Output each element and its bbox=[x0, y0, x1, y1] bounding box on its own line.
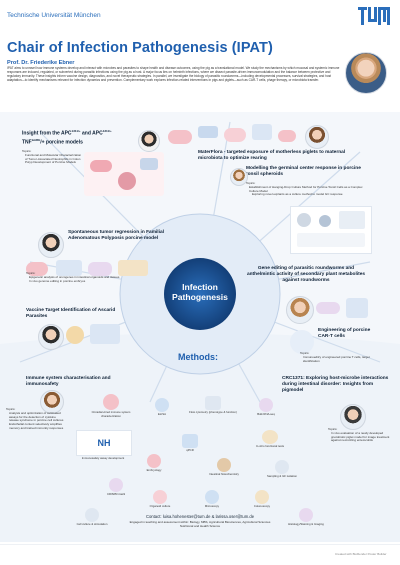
teaching-line-2: Nutritional and Health Science bbox=[179, 524, 221, 528]
immune-topics-label: Topics: bbox=[6, 407, 16, 411]
gene-researcher-photo bbox=[286, 296, 314, 324]
method-item: Immunosafety assay development bbox=[81, 456, 125, 460]
microscope-icon bbox=[205, 490, 219, 504]
germinal-title: Modelling the germinal center response i… bbox=[246, 166, 361, 177]
immune-title: Immune system characterisation and immun… bbox=[26, 376, 111, 387]
apc-title: Insight from the APC1311/+ and APC1311/+… bbox=[22, 129, 112, 146]
crc-topics-label: Topics: bbox=[328, 427, 338, 431]
tumor-researcher-photo bbox=[38, 232, 64, 258]
teaching-line: Engaged in teaching and assessment withi… bbox=[129, 520, 271, 524]
method-item: Circadian-bred immune system characteriz… bbox=[86, 394, 136, 418]
footer-divider bbox=[0, 544, 400, 545]
method-item: Bulk RNA-seq bbox=[244, 398, 288, 416]
cart-figure bbox=[290, 330, 314, 354]
gene-title: Gene editing of parasitic roundworms and… bbox=[246, 266, 366, 283]
immune-topics: Topics: Analysis and optimization of cel… bbox=[6, 407, 66, 431]
cart-title: Engineering of porcine CAR-T cells bbox=[318, 328, 371, 339]
apc-topics-label: Topics: bbox=[22, 149, 32, 153]
crispr-icon bbox=[109, 478, 123, 492]
gene-figure bbox=[316, 296, 372, 322]
professor-portrait bbox=[345, 52, 387, 94]
germinal-researcher-photo bbox=[230, 168, 248, 186]
apc-topics: Topics: Functional and Molecular Charact… bbox=[22, 149, 82, 165]
germinal-topic-2: Exploring novel explants as a culture me… bbox=[252, 192, 343, 197]
germinal-figure bbox=[290, 206, 372, 254]
crc-topics: Topics: In vivo evaluation of a newly de… bbox=[328, 427, 392, 443]
rna-icon bbox=[259, 398, 273, 412]
method-item: Cell culture & stimulation bbox=[72, 508, 112, 526]
apc-topic-1: Functional and Molecular Characterizatio… bbox=[25, 152, 82, 165]
method-item: CRISPR-Cas9 bbox=[96, 478, 136, 496]
method-item: ELISA bbox=[142, 398, 182, 416]
apc-researcher-photo bbox=[138, 130, 160, 152]
colonoscope-icon bbox=[255, 490, 269, 504]
germinal-topic-1: Establishment of Hanging-Drop Culture Me… bbox=[249, 184, 363, 193]
method-item: Embryology bbox=[134, 454, 174, 472]
germinal-topics-label: Topics: bbox=[246, 181, 256, 185]
hub-circle bbox=[164, 258, 236, 330]
professor-name: Prof. Dr. Friederike Ebner bbox=[7, 60, 75, 66]
cart-topics-label: Topics: bbox=[300, 351, 310, 355]
histology-icon bbox=[299, 508, 313, 522]
qpcr-icon bbox=[182, 434, 198, 448]
germinal-topics: Topics: Establishment of Hanging-Drop Cu… bbox=[246, 181, 364, 197]
methods-grid: Circadian-bred immune system characteriz… bbox=[72, 392, 326, 532]
method-item: Organoid culture bbox=[140, 490, 180, 508]
methods-heading: Methods: bbox=[178, 352, 218, 362]
tumor-topic-1: Epigenetic analysis of oncogenes in inte… bbox=[29, 274, 120, 279]
organoid-icon bbox=[153, 490, 167, 504]
immune-topic-1: Analysis and optimization of cell-based … bbox=[9, 410, 64, 423]
materflora-researcher-photo bbox=[305, 125, 329, 149]
materflora-title: MaterFlora - targeted exposure of mother… bbox=[198, 150, 346, 161]
apc-figure bbox=[84, 152, 164, 196]
cell-culture-icon bbox=[85, 508, 99, 522]
header-bar bbox=[0, 0, 400, 30]
tumor-topic-2: In vivo genome editing in porcine embryo… bbox=[29, 278, 86, 283]
nhp-badge: NH bbox=[76, 430, 132, 456]
method-item: Sampling & GF isolation bbox=[260, 460, 304, 478]
method-item: Colonoscopy bbox=[240, 490, 284, 508]
method-item: qPCR bbox=[170, 434, 210, 452]
hub-line-1: Infection bbox=[182, 282, 218, 292]
crc-topic-1: In vivo evaluation of a newly developed … bbox=[331, 430, 390, 443]
crc-title: CRC1371: Exploring host-microbe interact… bbox=[282, 376, 389, 393]
university-name: Technische Universität München bbox=[7, 12, 101, 19]
tum-logo bbox=[358, 7, 390, 25]
tumor-topics-label: Topics: bbox=[26, 271, 36, 275]
pig-icon bbox=[103, 394, 119, 410]
vaccine-title: Vaccine Target Identification of Ascarid… bbox=[26, 308, 116, 319]
methods-band bbox=[0, 333, 400, 542]
page-title: Chair of Infection Pathogenesis (IPAT) bbox=[7, 40, 273, 56]
hub-label: Infection Pathogenesis bbox=[160, 282, 240, 302]
method-item: Intestinal histochemistry bbox=[202, 458, 246, 476]
materflora-figure bbox=[168, 122, 298, 148]
crc-researcher-photo bbox=[340, 404, 366, 430]
method-item: Histology/Staining & Imaging bbox=[284, 508, 328, 526]
immune-topic-2: Endothelial content selectively amplifie… bbox=[9, 422, 64, 430]
intestine-icon bbox=[217, 458, 231, 472]
immune-researcher-photo bbox=[40, 390, 64, 414]
embryo-icon bbox=[147, 454, 161, 468]
intro-text: IPAT aims to unravel how immune systems … bbox=[7, 66, 340, 83]
flow-cytometer-icon bbox=[205, 396, 221, 410]
research-diagram bbox=[0, 112, 400, 542]
tumor-figure bbox=[26, 258, 156, 278]
test-icon bbox=[262, 430, 278, 444]
vaccine-figure bbox=[66, 322, 126, 348]
hub-line-2: Pathogenesis bbox=[172, 292, 228, 302]
contact-block: Contact: luisa.hohenester@tum.de & laris… bbox=[90, 514, 310, 528]
tumor-title: Spontaneous tumor regression in Familial… bbox=[68, 230, 164, 241]
contact-email: Contact: luisa.hohenester@tum.de & laris… bbox=[145, 514, 255, 519]
isolator-icon bbox=[275, 460, 289, 474]
method-item: Microscopy bbox=[192, 490, 232, 508]
plate-icon bbox=[155, 398, 169, 412]
vaccine-researcher-photo bbox=[38, 324, 64, 350]
cart-topics: Topics: Immunoeditry of engineered porci… bbox=[300, 351, 384, 363]
credit-text: Created with BioRender Poster Builder bbox=[335, 552, 387, 556]
method-item: In-vitro functional tests bbox=[248, 430, 292, 448]
method-item: Flow cytometry (phenotype & function) bbox=[188, 396, 238, 414]
tumor-topics: Topics: Epigenetic analysis of oncogenes… bbox=[26, 271, 166, 283]
cart-topic-1: Immunoeditry of engineered porcine T cel… bbox=[303, 354, 370, 363]
